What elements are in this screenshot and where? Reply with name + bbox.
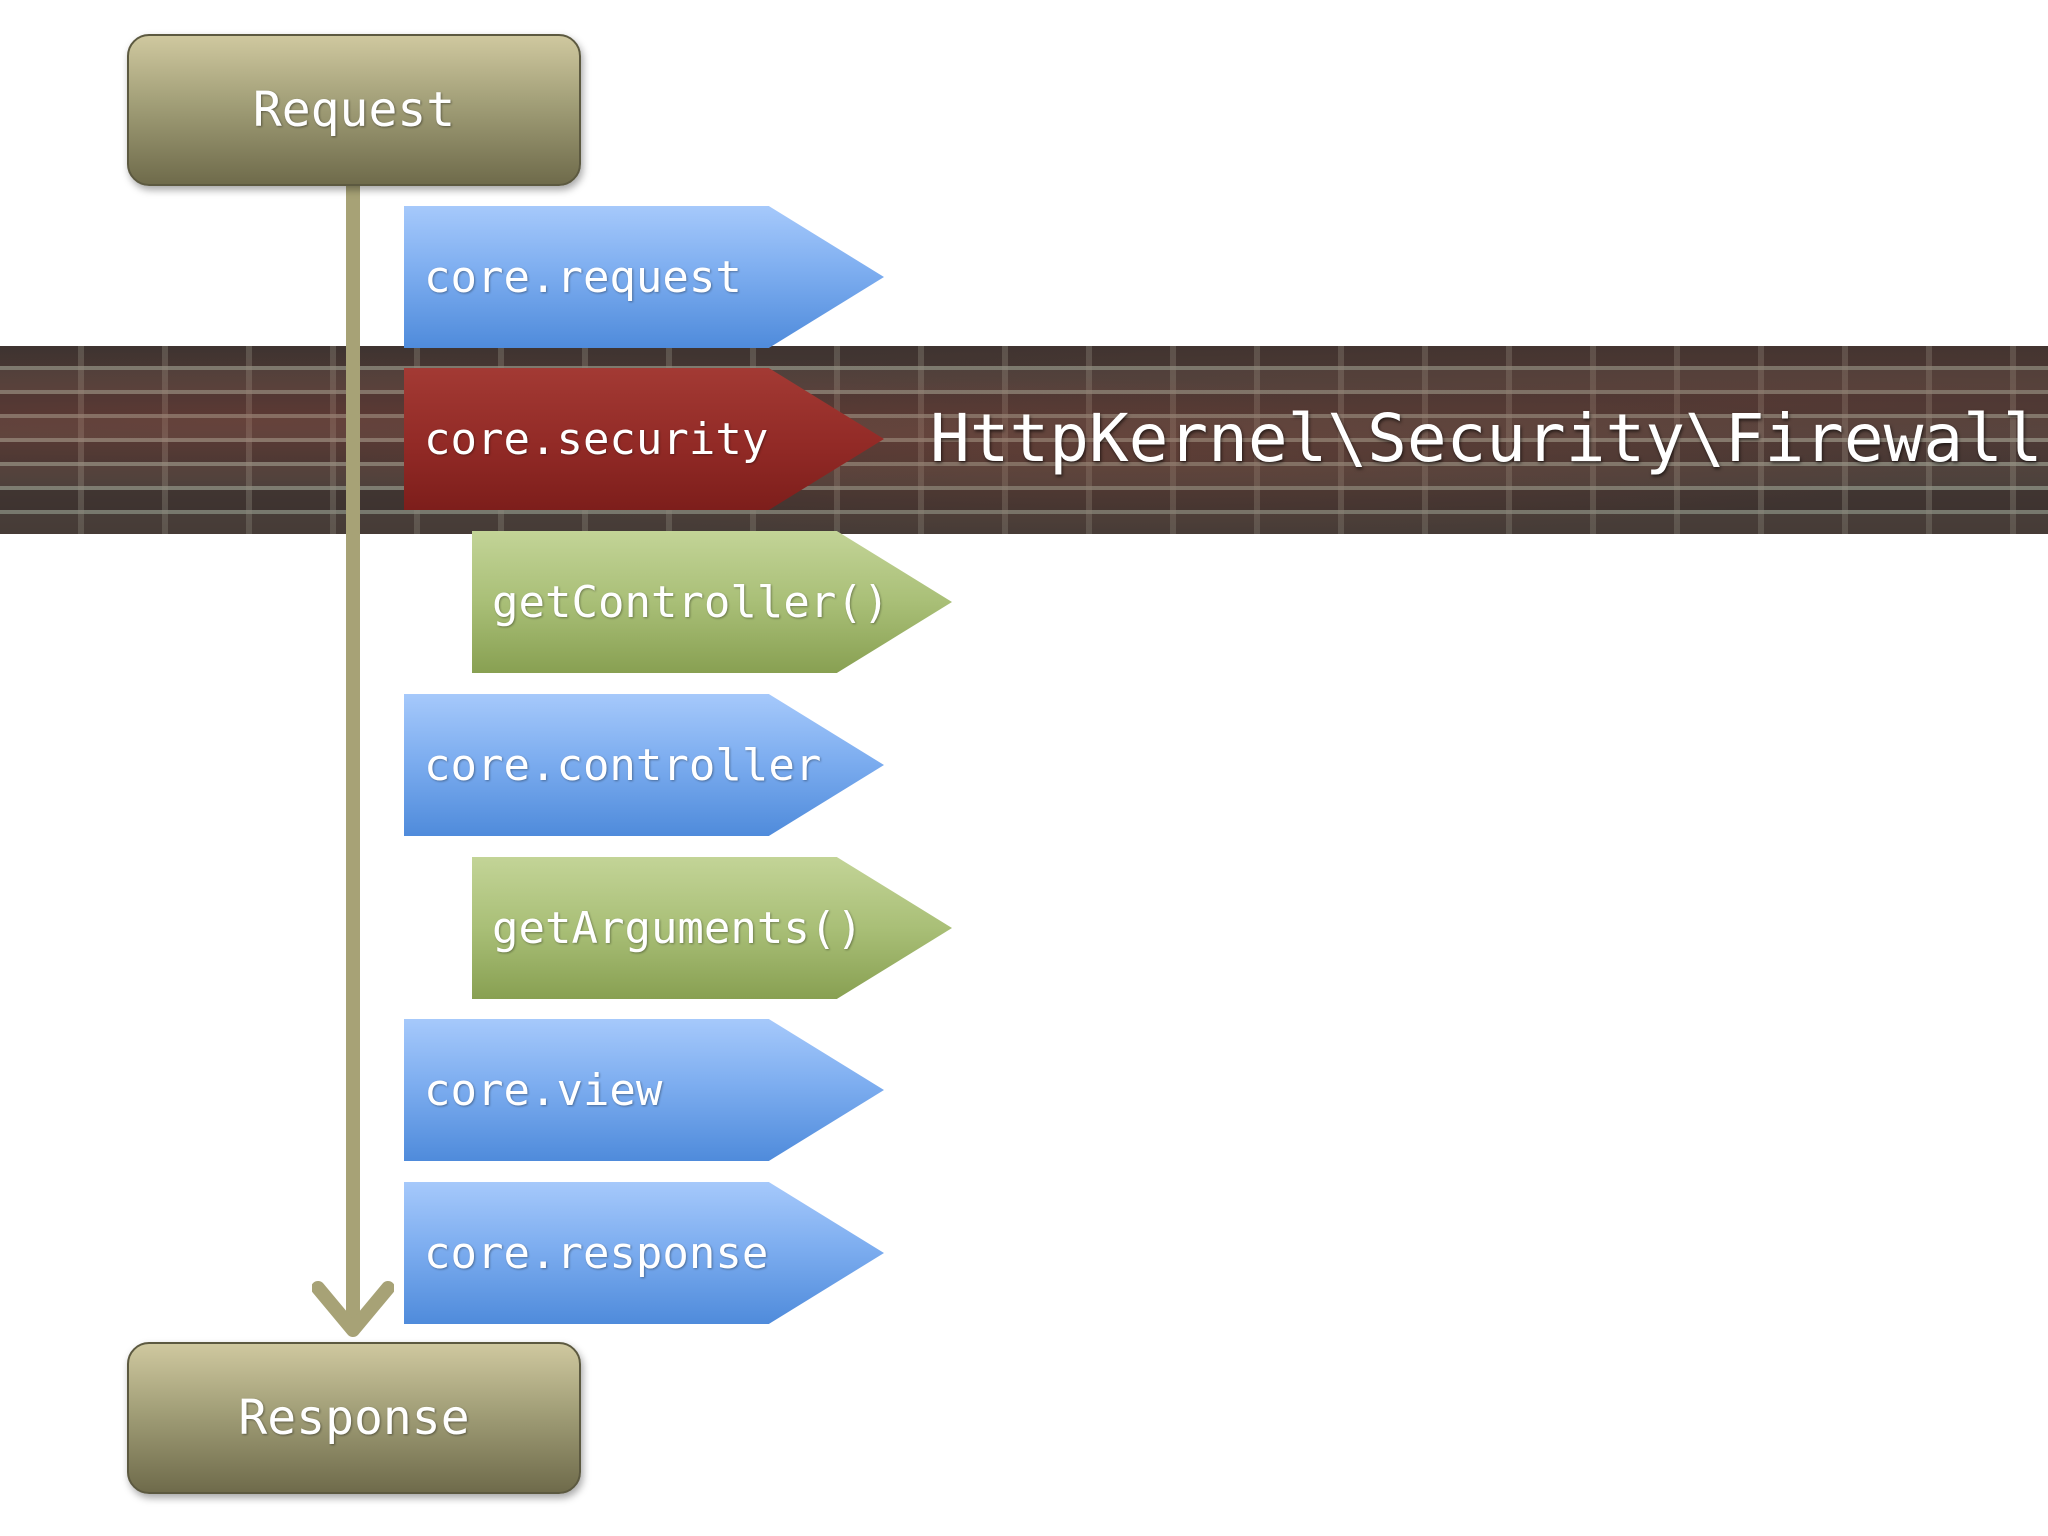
event-core-security: core.security	[404, 368, 884, 510]
event-label: getArguments()	[492, 902, 863, 954]
call-get-arguments: getArguments()	[472, 857, 952, 999]
event-label: getController()	[492, 576, 890, 628]
event-core-controller: core.controller	[404, 694, 884, 836]
event-core-response: core.response	[404, 1182, 884, 1324]
firewall-label: HttpKernel\Security\Firewall	[930, 400, 2043, 477]
response-node: Response	[127, 1342, 581, 1494]
request-node: Request	[127, 34, 581, 186]
event-core-request: core.request	[404, 206, 884, 348]
firewall-brick-band	[0, 346, 2048, 534]
flow-arrow-line	[346, 182, 360, 1322]
event-label: core.controller	[424, 739, 822, 791]
event-core-view: core.view	[404, 1019, 884, 1161]
event-label: core.request	[424, 251, 742, 303]
event-label: core.view	[424, 1064, 663, 1116]
flow-arrow-head	[312, 1281, 394, 1337]
event-label: core.response	[424, 1227, 769, 1279]
call-get-controller: getController()	[472, 531, 952, 673]
event-label: core.security	[424, 413, 769, 465]
